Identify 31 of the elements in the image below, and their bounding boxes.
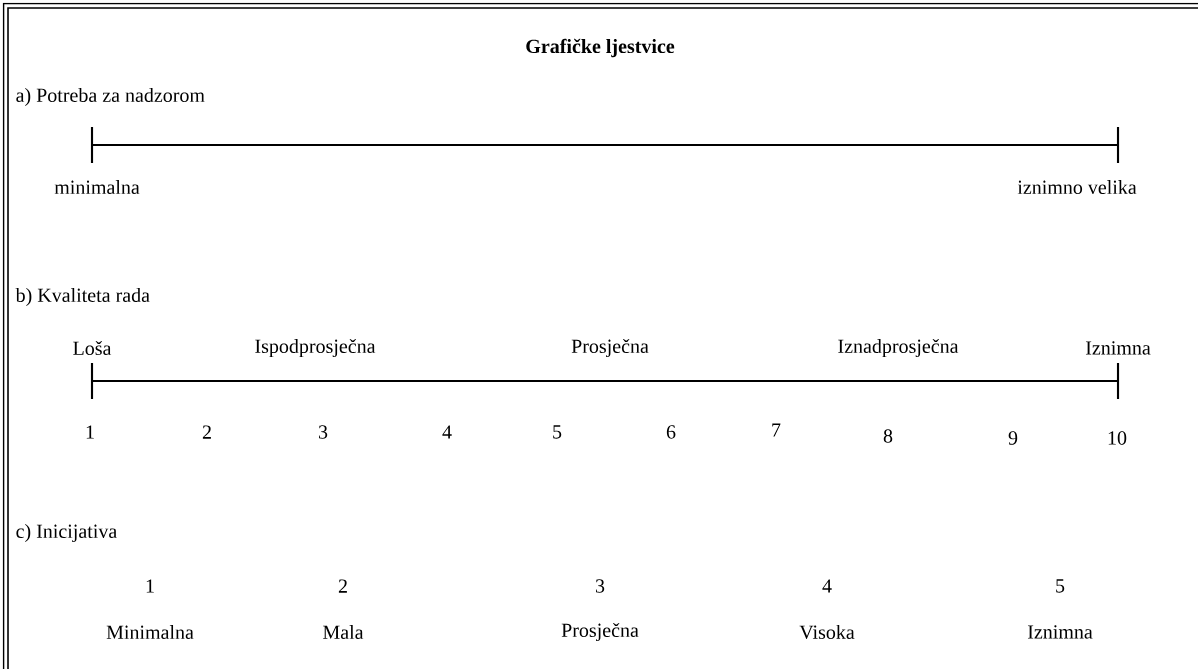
scale-label: Minimalna [106, 625, 194, 640]
scale-label: Prosječna [571, 338, 649, 358]
section-heading: b) Kvaliteta rada [15, 287, 150, 307]
scale-number: 6 [666, 425, 676, 439]
scale-label: Loša [73, 340, 112, 356]
scale-label: iznimno velika [1017, 180, 1137, 195]
scale-label: Ispodprosječna [255, 338, 376, 358]
scale-label: Mala [323, 625, 364, 640]
scale-number: 2 [338, 579, 347, 593]
scale-label: Iznimna [1086, 341, 1151, 355]
scale-number: 2 [202, 425, 211, 439]
scale-number: 4 [822, 579, 832, 593]
scale-label: Visoka [799, 624, 855, 640]
scale-number: 5 [553, 425, 562, 439]
scale-label: Iznimna [1028, 625, 1093, 639]
scale-label: minimalna [54, 180, 140, 195]
scale-number: 9 [1008, 431, 1018, 445]
scale-number: 8 [883, 429, 893, 443]
scale-number: 5 [1056, 579, 1065, 593]
scale-number: 10 [1108, 431, 1127, 445]
scale-number: 1 [146, 579, 154, 593]
scale-number: 3 [595, 579, 605, 593]
diagram-title: Grafičke ljestvice [526, 38, 675, 58]
scale-number: 1 [86, 425, 94, 439]
scale-label: Prosječna [561, 622, 639, 642]
section-heading: a) Potreba za nadzorom [16, 87, 205, 107]
scale-label: Iznadprosječna [838, 338, 959, 358]
scale-number: 7 [772, 423, 781, 437]
scale-number: 4 [442, 425, 452, 439]
section-heading: c) Inicijativa [16, 523, 117, 543]
scale-number: 3 [318, 425, 328, 439]
